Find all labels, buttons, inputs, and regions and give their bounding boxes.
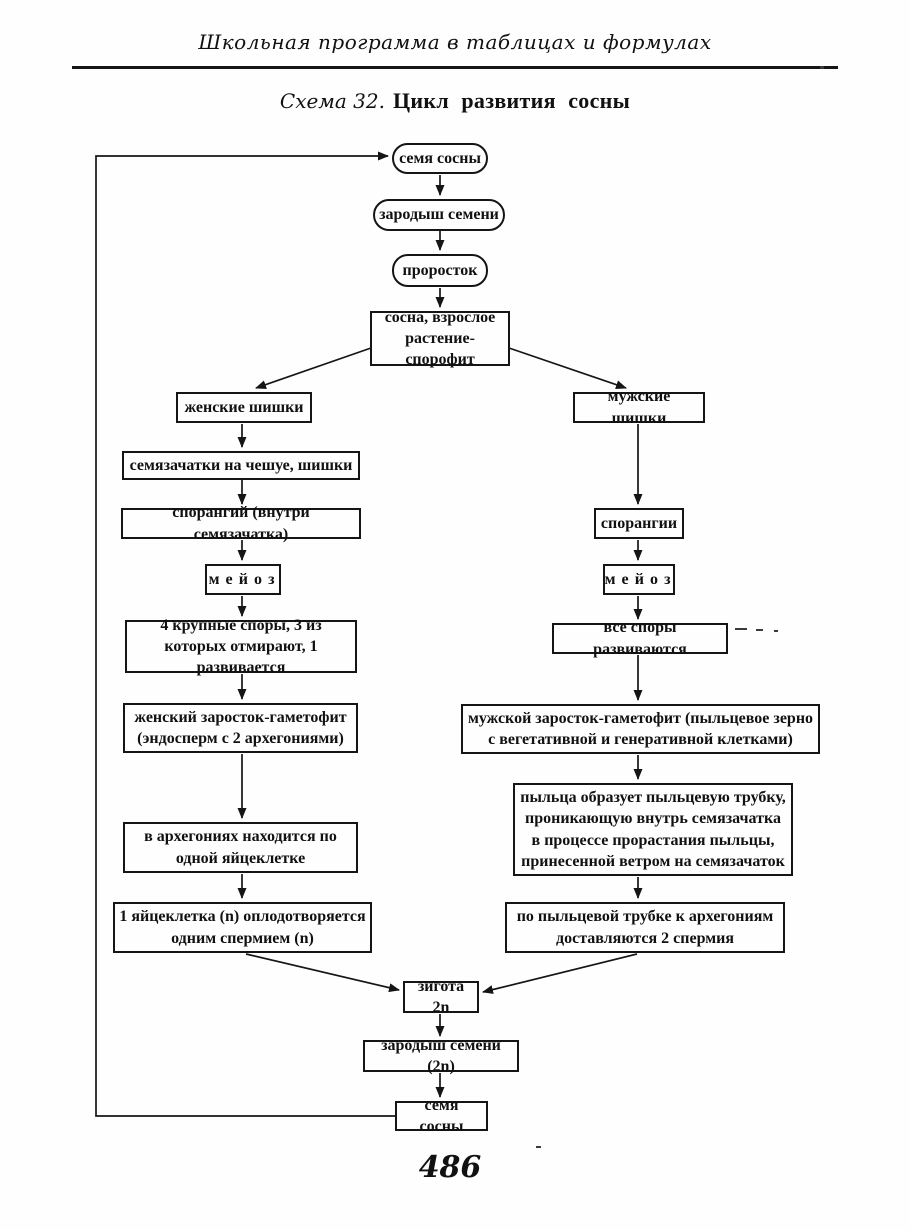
node-archegonia-egg: в архегониях находится по одной яйцеклет…: [123, 822, 358, 873]
node-seed-embryo-top: зародыш семени: [373, 199, 505, 231]
node-male-gametophyte: мужской заросток-гаметофит (пыльцевое зе…: [461, 704, 820, 754]
scan-speckle: [536, 1146, 541, 1148]
header-rule-divider: [72, 66, 838, 69]
node-sperm-delivery: по пыльцевой трубке к архегониям доставл…: [505, 902, 785, 953]
scan-speckle: [820, 66, 824, 69]
scheme-title: Схема 32. Цикл развития сосны: [0, 88, 910, 114]
scan-speckle: [774, 630, 778, 632]
node-egg-fertilization: 1 яйцеклетка (n) оплодотворяется одним с…: [113, 902, 372, 953]
node-female-cones: женские шишки: [176, 392, 312, 423]
scan-speckle: [735, 628, 747, 630]
node-pine-seed-bottom: семя сосны: [395, 1097, 488, 1135]
scheme-title-text: Цикл развития сосны: [392, 88, 631, 113]
node-meiosis-female: мейоз: [205, 564, 281, 595]
node-all-spores-develop: все споры развиваются: [552, 619, 728, 658]
node-female-gametophyte: женский заросток-гаметофит (эндосперм с …: [123, 703, 358, 753]
book-header-title: Школьная программа в таблицах и формулах: [198, 30, 712, 54]
scheme-number-label: Схема 32.: [279, 89, 385, 113]
node-sporangia-male: спорангии: [594, 508, 684, 539]
node-pine-seed-top: семя сосны: [392, 143, 488, 174]
node-seed-embryo-bottom: зародыш семени (2n): [363, 1037, 519, 1075]
node-sporangium-female: спорангий (внутри семязачатка): [121, 504, 361, 543]
node-meiosis-male: мейоз: [603, 564, 675, 595]
node-adult-sporophyte: сосна, взрослое растение-спорофит: [370, 309, 510, 368]
scan-speckle: [756, 629, 763, 631]
node-zygote: зигота 2n: [403, 978, 479, 1016]
node-male-cones: мужские шишки: [573, 388, 705, 427]
node-pollen-tube: пыльца образует пыльцевую трубку, проник…: [513, 783, 793, 876]
node-ovules-on-scales: семязачатки на чешуе, шишки: [122, 451, 360, 480]
page-number: 486: [418, 1150, 482, 1185]
node-seedling: проросток: [392, 254, 488, 287]
node-four-large-spores: 4 крупные споры, 3 из которых отмирают, …: [125, 617, 357, 676]
